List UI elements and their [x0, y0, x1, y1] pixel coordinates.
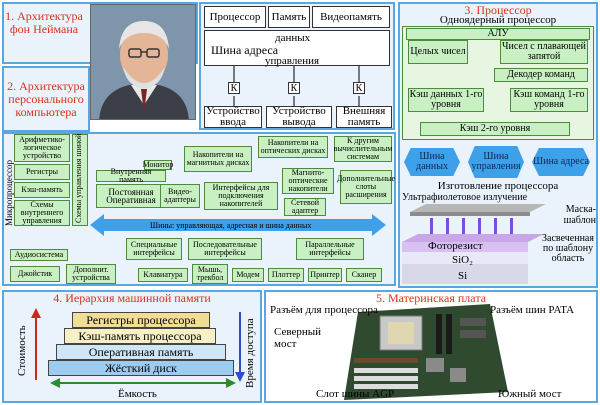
pc-bus-ctrl-label: Схемы управления шиной [74, 133, 83, 223]
neumann-arrows [233, 66, 360, 106]
memory-cost-label: Стоимость [16, 325, 28, 376]
neumann-controller-1: К [228, 82, 240, 94]
cpu-bus-addr: Шина адреса [532, 148, 590, 176]
cpu-floats: Чисел с плавающей запятой [500, 40, 588, 64]
pc-special: Специальные интерфейсы [126, 238, 182, 260]
fab-uv: Ультрафиолетовое излучение [402, 192, 528, 203]
neumann-bus-line1: данных [275, 32, 311, 44]
memory-capacity-label: Ёмкость [118, 388, 157, 400]
pc-interfaces: Интерфейсы для подключения накопителей [204, 182, 278, 210]
neumann-cpu: Процессор [204, 6, 266, 28]
pc-mouse: Мышь, трекбол [192, 264, 228, 284]
memory-layer-hdd: Жёсткий диск [48, 360, 234, 376]
cpu-decoder: Декодер команд [494, 68, 588, 82]
memory-layer-ram: Оперативная память [56, 344, 226, 360]
pc-parallel: Параллельные интерфейсы [296, 238, 364, 260]
neumann-controller-3: К [353, 82, 365, 94]
pc-printer: Принтер [308, 268, 342, 282]
pc-network: Сетевой адаптер [284, 198, 326, 216]
pc-serial: Последовательные интерфейсы [188, 238, 262, 260]
cpu-bus-data: Шина данных [404, 148, 460, 176]
pc-internal-ctrl: Схемы внутреннего управления [14, 200, 70, 226]
neumann-bus: данных Шина адреса управления [204, 30, 390, 67]
pc-video-adapters: Видео-адаптеры [160, 184, 200, 208]
panel-5-title: 5. Материнская плата [375, 291, 487, 305]
pc-other-systems: К другим вычислительным системам [333, 136, 393, 162]
pc-magneto: Магнито-оптические накопители [282, 168, 334, 194]
fab-si: Si [458, 270, 468, 282]
cpu-l2: Кэш 2-го уровня [420, 122, 570, 136]
cpu-alu: АЛУ [406, 28, 590, 40]
portrait-photo [90, 4, 196, 120]
pc-joystick: Джойстик [10, 266, 60, 282]
fab-sio2: SiO₂ [452, 254, 473, 266]
pc-extra-devices: Дополнит. устройства [66, 264, 116, 284]
cpu-bus-ctrl: Шина управления [468, 146, 524, 178]
neumann-input: Устройство ввода [204, 106, 262, 128]
pc-registers: Регистры [14, 164, 70, 180]
neumann-bus-line2: Шина адреса [211, 43, 279, 57]
pc-monitor: Монитор [142, 160, 174, 170]
pc-audio: Аудиосистема [10, 249, 68, 261]
pc-microprocessor-label: Микропроцессор [4, 159, 14, 226]
panel-3-title: 3. Процессор [464, 3, 532, 17]
memory-layer-registers: Регистры процессора [72, 312, 210, 328]
memory-layer-cache: Кэш-память процессора [64, 328, 216, 344]
neumann-bus-line3: управления [265, 55, 320, 67]
board-cpu-socket-label: Разъём для процессора [270, 304, 378, 316]
neumann-ext-memory: Внешняя память [336, 106, 392, 128]
pc-alu: Арифметико-логическое устройство [14, 134, 70, 162]
panel-pc-architecture [2, 66, 90, 132]
pc-modem: Модем [232, 268, 264, 282]
pc-scanner: Сканер [346, 268, 382, 282]
panel-2-title: 2. Архитектура персонального компьютера [7, 79, 85, 119]
motherboard-photo [344, 304, 508, 400]
pc-ram: Постоянная Оперативная [96, 184, 166, 208]
neumann-controller-2: К [288, 82, 300, 94]
neumann-output: Устройство вывода [266, 106, 332, 128]
cpu-l1-data: Кэш данных 1-го уровня [408, 88, 484, 112]
board-south-label: Южный мост [498, 388, 562, 400]
pc-internal-memory: Внутренняя память [96, 168, 166, 184]
cpu-integers: Целых чисел [408, 40, 468, 64]
panel-4-title: 4. Иерархия машинной памяти [53, 291, 211, 305]
pc-extra-slots: Дополнительные слоты расширения [337, 170, 395, 204]
memory-arrows [31, 308, 245, 388]
pc-plotter: Плоттер [268, 268, 304, 282]
neumann-video-memory: Видеопамять [312, 6, 390, 28]
pc-main-bus-arrow [90, 214, 386, 236]
pc-bus-ctrl: Схемы управления шиной [72, 134, 88, 226]
cpu-l1-cmd: Кэш команд 1-го уровня [510, 88, 588, 112]
panel-1-title: 1. Архитектура фон Неймана [5, 9, 83, 36]
board-north-label: Северный мост [274, 326, 322, 350]
processor-subtitle: Одноядерный процессор [439, 14, 557, 26]
pc-magnetic: Накопители на магнитных дисках [184, 146, 252, 172]
pc-optical: Накопители на оптических дисках [258, 136, 328, 158]
board-pata-label: Разъём шин PATA [490, 304, 575, 316]
pc-cache: Кэш-память [14, 182, 70, 198]
fab-mask: Маска-шаблон [563, 204, 596, 226]
fab-title: Изготовление процессора [437, 180, 559, 192]
board-agp-label: Слот шины AGP [316, 388, 395, 400]
neumann-memory: Память [268, 6, 310, 28]
pc-keyboard: Клавиатура [138, 268, 188, 282]
fab-illustration [402, 204, 546, 284]
pc-main-bus-label: Шины: управляющая, адресная и шина данны… [150, 221, 312, 230]
memory-access-label: Время доступа [244, 318, 256, 388]
fab-exposed: Засвеченная по шаблону область [542, 233, 594, 264]
fab-photoresist: Фоторезист [428, 240, 483, 252]
